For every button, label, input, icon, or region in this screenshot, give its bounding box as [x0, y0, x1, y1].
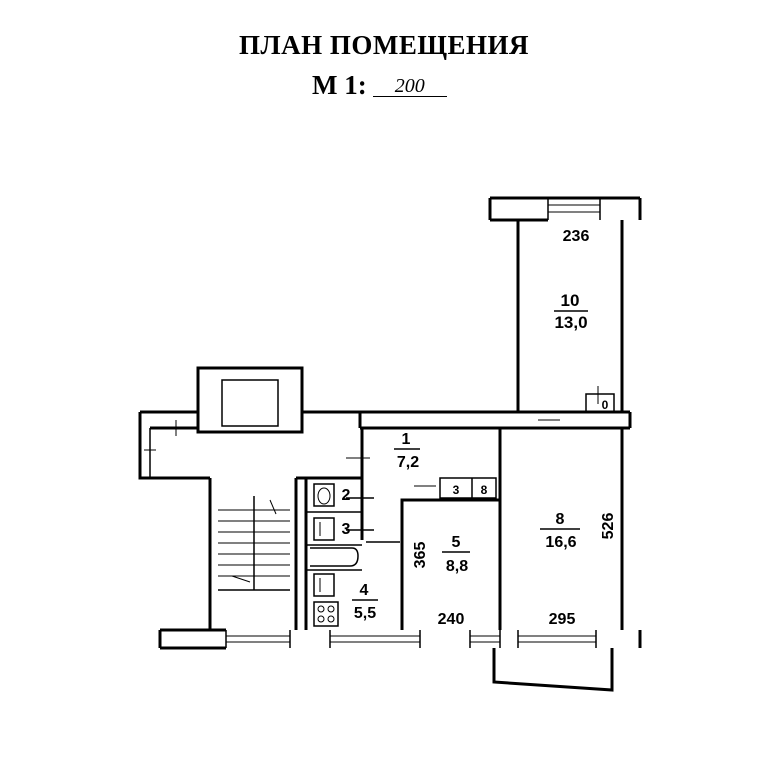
stove-icon: [313, 601, 339, 627]
outer-walls: [138, 196, 642, 692]
room5-area: 8,8: [446, 558, 468, 575]
sink-icon: [313, 517, 335, 541]
dimension-room10-width: 236: [563, 228, 590, 245]
scale-label: М 1:200: [312, 70, 447, 101]
closet-0-number: 0: [602, 398, 609, 412]
room3-number: 3: [342, 521, 351, 538]
room-labels: 10 13,0 1 7,2 2 3 4 5,5 5 8,8 8 16,6 3 8…: [342, 291, 609, 622]
room1-area: 7,2: [397, 454, 419, 471]
wall-stair-core: [196, 366, 304, 434]
dimension-room5-width: 240: [438, 611, 465, 628]
balcony: [492, 648, 614, 692]
closet-0: [585, 393, 615, 412]
page-title: ПЛАН ПОМЕЩЕНИЯ: [238, 30, 530, 60]
inner-walls: [144, 386, 615, 630]
sink2-icon: [313, 573, 335, 597]
dimension-room8-height: 526: [600, 513, 617, 540]
closet-block: [439, 477, 497, 499]
room10-number: 10: [561, 291, 580, 310]
closet-8-number: 8: [481, 483, 488, 497]
fixtures: [310, 483, 359, 627]
bathtub-icon: [310, 547, 359, 567]
toilet-icon: [313, 483, 335, 507]
room5-number: 5: [452, 534, 461, 551]
dimension-labels: 236 240 295 526 365: [412, 228, 617, 628]
stairs: [218, 496, 290, 591]
room10-area: 13,0: [554, 313, 587, 332]
room2-number: 2: [342, 487, 351, 504]
room8-number: 8: [556, 511, 565, 528]
room4-number: 4: [360, 582, 369, 599]
scale-prefix: М 1:: [312, 70, 367, 100]
room1-number: 1: [402, 431, 411, 448]
room4-area: 5,5: [354, 605, 376, 622]
wall-left-wing: [138, 412, 210, 480]
scale-value: 200: [372, 76, 447, 97]
closet-3-number: 3: [453, 483, 460, 497]
dimension-room5-height: 365: [412, 542, 429, 569]
elevator-shaft: [221, 379, 279, 427]
room8-area: 16,6: [545, 534, 576, 551]
dimension-room8-width: 295: [549, 611, 576, 628]
